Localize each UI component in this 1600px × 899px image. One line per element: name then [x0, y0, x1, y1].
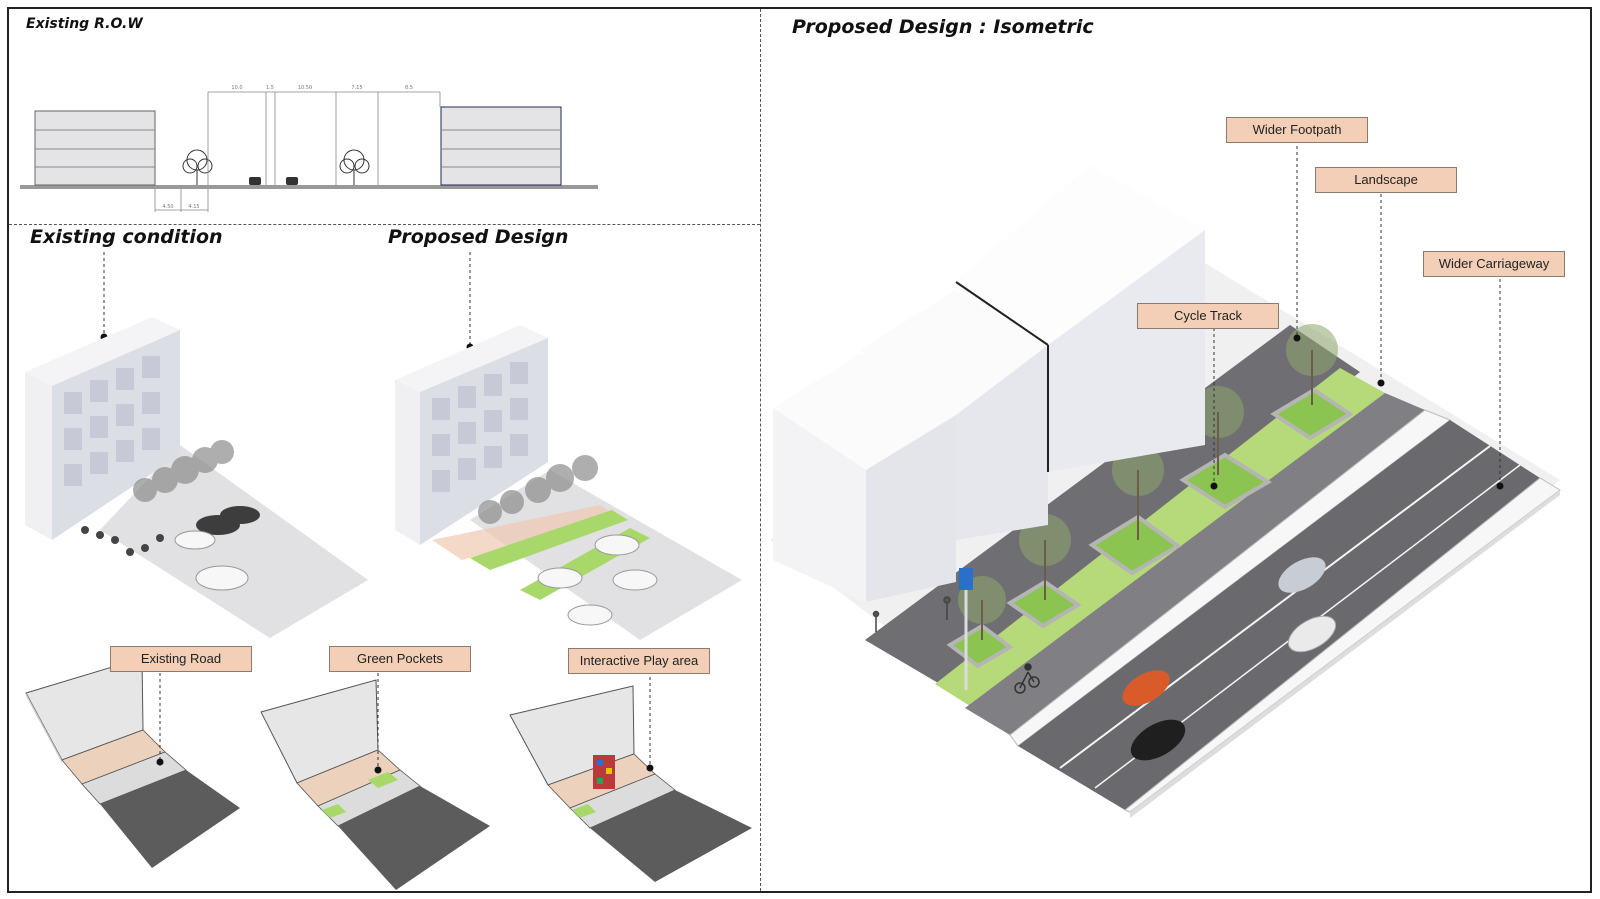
diagram-existing-road — [25, 657, 240, 868]
condition-isometrics — [25, 252, 752, 890]
existing-row-title: Existing R.O.W — [26, 16, 143, 32]
carriageway — [1018, 420, 1540, 810]
car-icon — [286, 177, 298, 185]
dim-label: 7.15 — [351, 85, 362, 91]
tree-icon — [339, 149, 370, 185]
label-interactive-play-area: Interactive Play area — [568, 648, 710, 674]
cycle-track — [965, 393, 1425, 735]
proposed-isometric-title: Proposed Design : Isometric — [792, 16, 1094, 38]
label-existing-road: Existing Road — [110, 646, 252, 672]
car-icon — [1122, 557, 1337, 761]
label-wider-footpath: Wider Footpath — [1226, 117, 1368, 143]
existing-condition-title: Existing condition — [30, 226, 223, 248]
dim-label: 8.5 — [405, 85, 413, 91]
proposed-design-scene — [395, 325, 742, 640]
proposed-design-title: Proposed Design — [388, 226, 569, 248]
cycle-sign-icon — [959, 568, 973, 590]
diagram-interactive-play-area — [509, 677, 752, 882]
car-icon — [174, 506, 260, 591]
ground-line — [20, 185, 598, 189]
pedestrian-icon — [872, 596, 951, 632]
row-section-drawing: 10.0 1.5 10.50 7.15 8.5 4.50 4.15 — [20, 85, 598, 212]
diagram-green-pockets — [260, 673, 490, 890]
dim-label: 4.15 — [188, 204, 199, 210]
tree-icon — [182, 149, 213, 185]
bicycle-icon — [1014, 663, 1040, 694]
isometric-leaders — [1213, 146, 1501, 486]
label-wider-carriageway: Wider Carriageway — [1423, 251, 1565, 277]
left-building — [34, 110, 156, 186]
dim-label: 10.50 — [298, 85, 312, 91]
horizontal-divider — [9, 224, 760, 225]
vertical-divider — [760, 9, 761, 891]
right-building — [440, 106, 562, 186]
car-icon — [249, 177, 261, 185]
car-icon — [537, 534, 658, 626]
outer-frame — [7, 7, 1592, 893]
label-cycle-track: Cycle Track — [1137, 303, 1279, 329]
dim-label: 1.5 — [266, 85, 274, 91]
dim-label: 4.50 — [162, 204, 173, 210]
label-landscape: Landscape — [1315, 167, 1457, 193]
dimension-lines — [154, 91, 441, 212]
label-green-pockets: Green Pockets — [329, 646, 471, 672]
isometric-buildings — [773, 165, 1205, 602]
dim-label: 10.0 — [231, 85, 242, 91]
existing-condition-scene — [25, 317, 368, 638]
